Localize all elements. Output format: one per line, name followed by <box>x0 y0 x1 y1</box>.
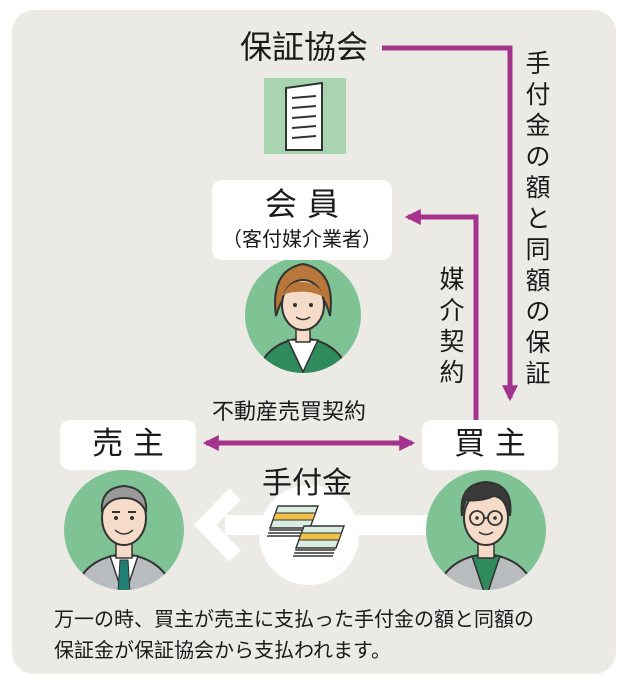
caption-line-1: 万一の時、買主が売主に支払った手付金の額と同額の <box>54 607 534 631</box>
guarantee-label: 手付金の額と同額の保証 <box>525 49 551 388</box>
member-title: 会 員 <box>264 185 340 223</box>
seller-box <box>60 420 196 470</box>
seller-label: 売 主 <box>92 426 164 462</box>
buyer-avatar <box>426 470 546 590</box>
brokerage-label: 媒介契約 <box>439 265 465 387</box>
buyer-label: 買 主 <box>454 426 526 462</box>
member-avatar <box>245 257 361 373</box>
member-box <box>212 180 392 260</box>
building-icon <box>264 78 346 154</box>
buyer-box <box>422 420 558 470</box>
contract-label: 不動産売買契約 <box>212 400 367 425</box>
guarantee-arrow <box>382 45 519 402</box>
deposit-label: 手付金 <box>262 466 352 501</box>
association-title: 保証協会 <box>240 28 369 66</box>
brokerage-arrow <box>404 208 479 420</box>
money-icon <box>259 485 359 585</box>
caption-line-2: 保証金が保証協会から支払われます。 <box>54 638 391 662</box>
seller-avatar <box>64 470 184 590</box>
member-subtitle: （客付媒介業者） <box>222 227 382 251</box>
